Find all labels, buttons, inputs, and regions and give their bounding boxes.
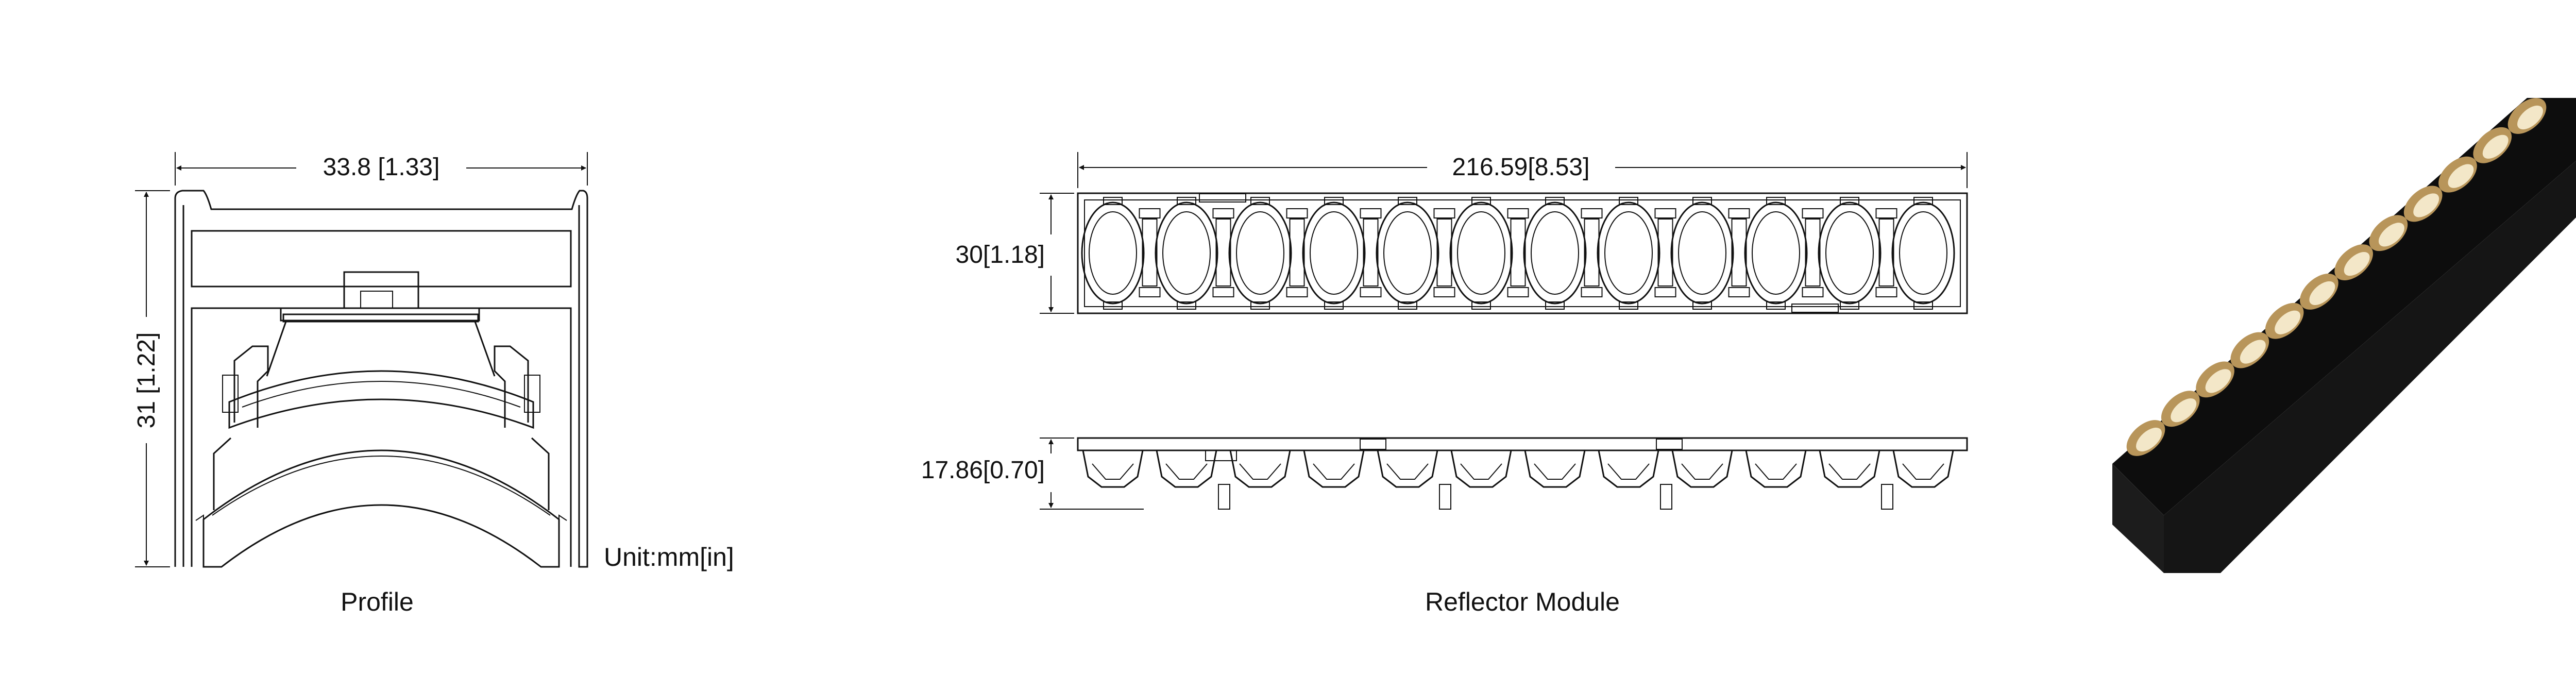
lens-bridge [1507, 208, 1529, 297]
reflector-lens [1449, 197, 1513, 310]
profile-lens-bottom [202, 449, 560, 568]
lens-bridge [1286, 208, 1308, 297]
reflector-side-cup [1819, 450, 1893, 510]
reflector-length-label: 216.59[8.53] [1452, 154, 1590, 181]
led-cup [2438, 156, 2477, 193]
profile-view: 33.8 [1.33] 31 [1.22] Unit:mm[in] Profil… [133, 152, 734, 616]
led-cup [2265, 302, 2304, 339]
product-render [2112, 98, 2576, 573]
profile-width-label: 33.8 [1.33] [323, 154, 440, 181]
reflector-lens [1891, 197, 1955, 310]
profile-reflector-cone [266, 321, 496, 377]
reflector-side-cup [1671, 450, 1733, 488]
lens-bridge [1875, 208, 1897, 297]
lens-bridge [1654, 208, 1676, 297]
led-cup [2473, 127, 2512, 163]
reflector-side-cup [1745, 450, 1807, 488]
housing-side-face [2112, 464, 2164, 573]
led-cup [2403, 186, 2443, 222]
housing-top-face [2112, 98, 2576, 515]
lens-bridge [1212, 208, 1234, 297]
reflector-side-cup [1229, 450, 1291, 488]
profile-clip-right [494, 345, 529, 428]
lens-bridge [1728, 208, 1750, 297]
reflector-view: 216.59[8.53] 30[1.18] 17.86[0.70] Reflec… [921, 152, 1968, 616]
lens-bridge [1139, 208, 1161, 297]
reflector-side-cup [1524, 450, 1586, 488]
led-cup [2300, 274, 2338, 310]
reflector-lens [1081, 197, 1145, 310]
reflector-lens [1670, 197, 1734, 310]
led-cup [2126, 420, 2165, 456]
reflector-lens [1228, 197, 1292, 310]
reflector-side-cup [1303, 450, 1365, 488]
reflector-lens [1155, 197, 1218, 310]
profile-lens-top [228, 370, 534, 429]
led-cup [2230, 332, 2269, 368]
reflector-lens [1376, 197, 1439, 310]
profile-board-tab [343, 271, 419, 308]
profile-board-chip [360, 291, 393, 309]
led-cup [2196, 361, 2234, 398]
reflector-lens [1744, 197, 1808, 310]
profile-led-board [280, 308, 480, 322]
reflector-side-top [1077, 437, 1968, 451]
reflector-side-cup [1156, 450, 1230, 510]
reflector-side-cup [1082, 450, 1144, 488]
reflector-lens [1818, 197, 1882, 310]
reflector-side-cup [1598, 450, 1672, 510]
reflector-lens [1597, 197, 1660, 310]
led-cup [2369, 215, 2408, 251]
lens-bridge [1581, 208, 1603, 297]
lens-bridge [1360, 208, 1382, 297]
reflector-side-cup [1450, 450, 1512, 488]
reflector-lens-row [1081, 197, 1955, 310]
reflector-lens [1523, 197, 1587, 310]
reflector-side-cup [1377, 450, 1451, 510]
profile-clip-left [233, 345, 269, 428]
profile-caption: Profile [341, 587, 414, 616]
profile-housing-outline [174, 190, 588, 568]
reflector-top-height-label: 30[1.18] [956, 241, 1045, 268]
reflector-side-cups [1082, 450, 1954, 510]
profile-height-label: 31 [1.22] [133, 332, 160, 429]
led-cup [2161, 391, 2200, 427]
reflector-lens [1302, 197, 1366, 310]
reflector-side-cup [1892, 450, 1954, 488]
reflector-caption: Reflector Module [1425, 587, 1620, 616]
lens-bridge [1433, 208, 1455, 297]
unit-label: Unit:mm[in] [604, 543, 734, 571]
led-cup [2507, 98, 2547, 134]
profile-chamber [191, 307, 572, 567]
led-cup [2334, 244, 2373, 280]
reflector-side-height-label: 17.86[0.70] [921, 457, 1045, 484]
reflector-top-frame [1077, 192, 1968, 314]
led-cup-row [2126, 98, 2547, 456]
housing-front-face [2164, 161, 2576, 573]
profile-top-channel [191, 230, 572, 288]
lens-bridge [1802, 208, 1824, 297]
profile-pcb [282, 313, 479, 323]
